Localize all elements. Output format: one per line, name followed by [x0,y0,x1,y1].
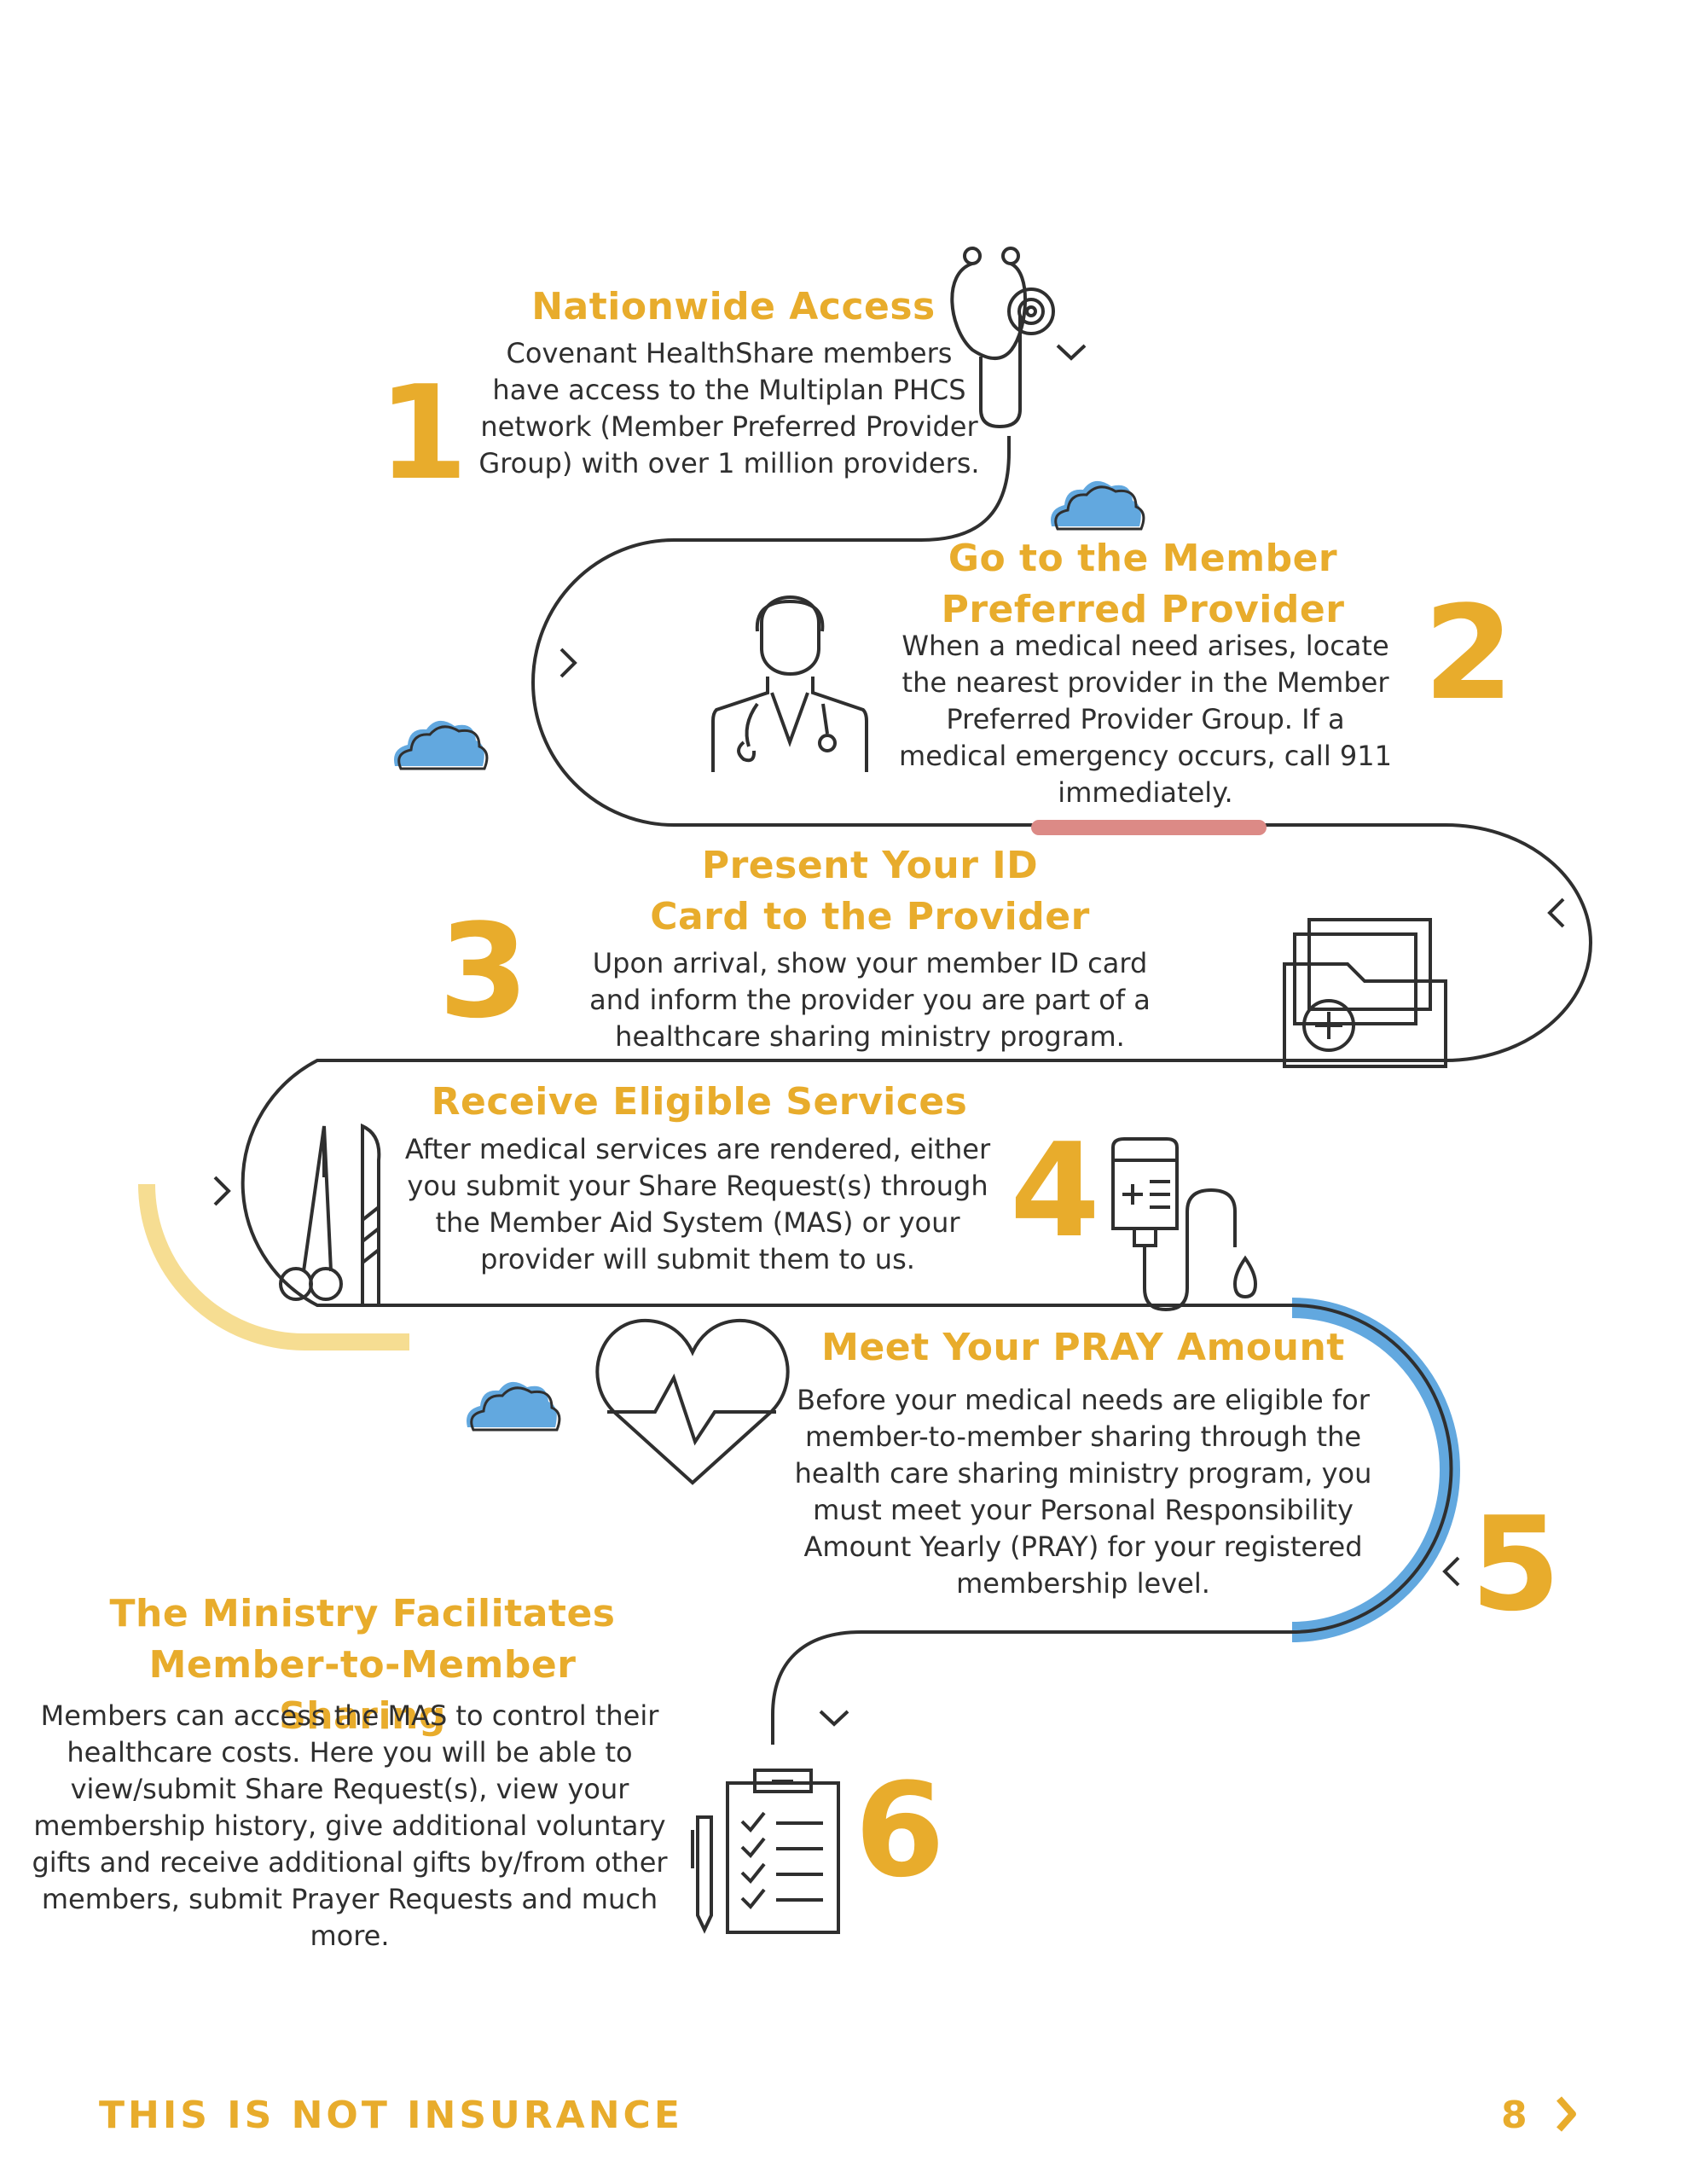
step-4-number: 4 [1010,1115,1100,1266]
stethoscope-icon [950,247,1055,429]
journey-path [241,436,1592,1745]
chevron-right-icon [213,1176,231,1206]
step-2-body: When a medical need arises, locate the n… [899,630,1392,809]
iv-drip-icon [1111,1137,1258,1312]
yellow-highlight-arc [138,1183,409,1350]
chevron-down-icon [1056,344,1087,361]
next-page-chevron-icon[interactable] [1554,2094,1580,2135]
heartbeat-icon [595,1318,790,1485]
step-6-title: The Ministry Facilitates Member-to-Membe… [109,1592,616,1738]
step-5-body: Before your medical needs are eligible f… [794,1384,1372,1600]
step-1-number: 1 [378,357,468,508]
clipboard-checklist-icon [691,1769,840,1934]
step-1-body: Covenant HealthShare members have access… [478,337,980,479]
step-3-body: Upon arrival, show your member ID card a… [589,947,1151,1053]
medical-folder-icon [1283,918,1447,1068]
cloud-icon [394,720,489,770]
surgical-tools-icon [279,1123,381,1307]
step-6-number: 6 [855,1755,945,1906]
step-2-title: Go to the Member Preferred Provider [941,537,1345,631]
chevron-left-icon [1442,1556,1460,1587]
doctor-icon [711,595,868,772]
step-6-body: Members can access the MAS to control th… [32,1699,668,1952]
not-insurance-disclaimer: THIS IS NOT INSURANCE [99,2094,683,2137]
step-4-title: Receive Eligible Services [431,1080,968,1124]
page-number: 8 [1501,2094,1528,2137]
step-3-number: 3 [438,896,529,1047]
chevron-left-icon [1547,897,1565,928]
step-5-number: 5 [1470,1489,1561,1640]
step-3-title: Present Your ID Card to the Provider [650,844,1090,938]
step-1-title: Nationwide Access [531,285,936,328]
cloud-icon [467,1381,561,1432]
step-4-body: After medical services are rendered, eit… [404,1133,991,1275]
chevron-down-icon [819,1710,849,1727]
step-5-title: Meet Your PRAY Amount [821,1326,1345,1369]
cloud-icon [1051,480,1145,531]
chevron-right-icon [559,648,577,678]
step-2-number: 2 [1423,578,1514,729]
